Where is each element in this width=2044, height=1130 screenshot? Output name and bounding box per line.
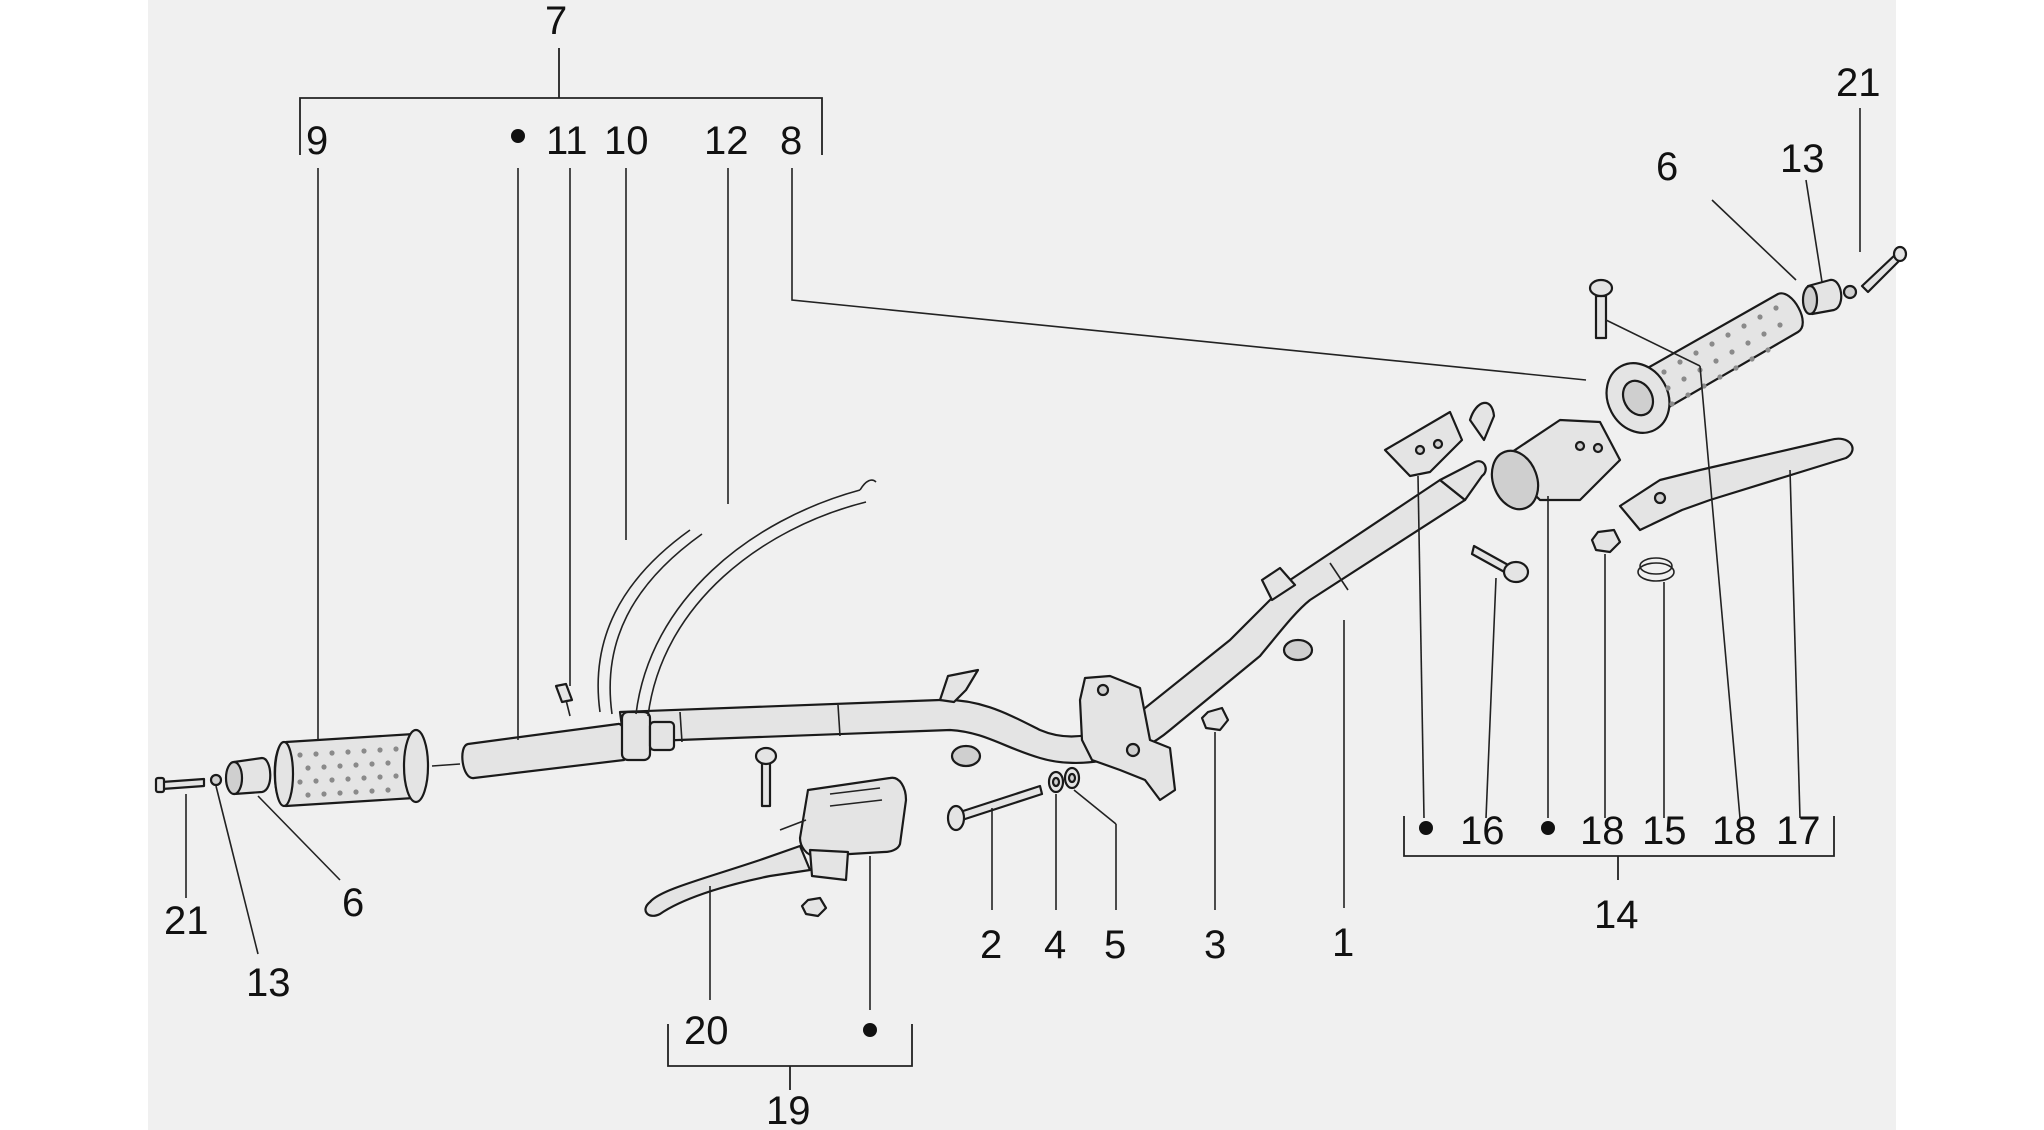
central-mount — [1078, 674, 1177, 802]
callout-7: 7 — [545, 0, 567, 43]
right-grip — [1588, 245, 1908, 434]
throttle-tube — [461, 682, 676, 780]
callout-4: 4 — [1044, 923, 1066, 967]
left-master-cylinder — [644, 746, 908, 918]
callout-20: 20 — [684, 1009, 729, 1053]
callout-13-left: 13 — [246, 961, 291, 1005]
callout-9: 9 — [306, 119, 328, 163]
callout-5: 5 — [1104, 923, 1126, 967]
marker-dots — [511, 129, 1555, 1037]
callout-15: 15 — [1642, 809, 1687, 853]
callout-11: 11 — [546, 119, 588, 163]
callout-19: 19 — [766, 1089, 811, 1130]
callout-18b: 18 — [1712, 809, 1757, 853]
callout-8: 8 — [780, 119, 802, 163]
left-grip — [154, 728, 430, 808]
callout-21-right: 21 — [1836, 61, 1881, 105]
handlebar-tube — [618, 460, 1487, 768]
callout-14: 14 — [1594, 893, 1639, 937]
callout-17: 17 — [1776, 809, 1821, 853]
marker-dot — [1419, 821, 1433, 835]
callout-10: 10 — [604, 119, 649, 163]
group-brackets — [299, 48, 1835, 1090]
callout-labels: 7 9 11 10 12 8 21 13 6 21 13 6 20 19 2 4… — [164, 0, 1881, 1130]
mount-hardware — [946, 706, 1230, 832]
marker-dot — [511, 129, 525, 143]
callout-21-left: 21 — [164, 899, 209, 943]
marker-dot — [863, 1023, 877, 1037]
callout-13-right: 13 — [1780, 137, 1825, 181]
callout-1: 1 — [1332, 921, 1354, 965]
callout-3: 3 — [1204, 923, 1226, 967]
callout-12: 12 — [704, 119, 749, 163]
callout-16: 16 — [1460, 809, 1505, 853]
callout-6-left: 6 — [342, 881, 364, 925]
right-lever — [1618, 437, 1854, 532]
leader-lines — [185, 108, 1861, 1010]
callout-2: 2 — [980, 923, 1002, 967]
marker-dot — [1541, 821, 1555, 835]
callout-6-right: 6 — [1656, 145, 1678, 189]
right-clamp-assembly — [1383, 401, 1675, 584]
callout-18a: 18 — [1580, 809, 1625, 853]
throttle-cables — [597, 479, 877, 717]
